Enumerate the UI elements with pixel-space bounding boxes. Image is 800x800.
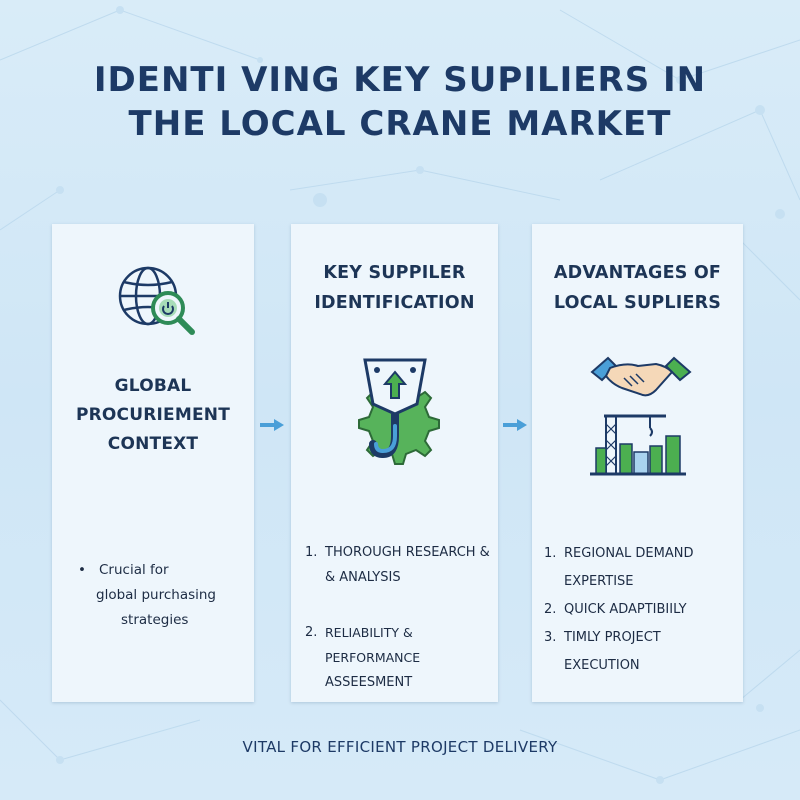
bullet-text: QUICK ADAPTIBIILY (564, 602, 687, 617)
bullet-marker: 3. (544, 630, 557, 645)
list-item: 1. REGIONAL DEMAND EXPERTISE (544, 540, 740, 596)
panel-key-supplier-identification: KEY SUPPILER IDENTIFICATION 1. THOROUGH … (291, 224, 498, 702)
panel-heading: ADVANTAGES OF LOCAL SUPLIERS (532, 258, 743, 318)
bullet-marker: 2. (305, 625, 318, 640)
arrow-right-icon (503, 419, 527, 431)
heading-line: PROCURIEMENT (75, 405, 231, 425)
bullet-marker: 1. (544, 546, 557, 561)
title-line-2: THE LOCAL CRANE MARKET (128, 104, 672, 144)
list-item: 3. TIMLY PROJECT EXECUTION (544, 624, 740, 680)
heading-line: CONTEXT (107, 434, 199, 454)
footer-tagline: VITAL FOR EFFICIENT PROJECT DELIVERY (242, 738, 558, 756)
bullet-list: 1. REGIONAL DEMAND EXPERTISE 2. QUICK AD… (544, 540, 740, 680)
bullet-marker: • (78, 562, 86, 578)
bullet-list: 1. THOROUGH RESEARCH & & ANALYSIS 2. REL… (305, 540, 501, 695)
list-item: 1. THOROUGH RESEARCH & & ANALYSIS (305, 540, 501, 590)
heading-line: GLOBAL (114, 376, 192, 396)
list-item: 2. QUICK ADAPTIBIILY (544, 596, 740, 624)
bullet-text: ASSEESMENT (325, 675, 413, 690)
bullet-text: global purchasing (96, 587, 217, 603)
panel-local-supplier-advantages: ADVANTAGES OF LOCAL SUPLIERS 1. REGIONAL… (532, 224, 743, 702)
bullet-list: • Crucial for global purchasing strategi… (78, 558, 254, 633)
bullet-text: strategies (121, 612, 189, 628)
heading-line: IDENTIFICATION (314, 293, 475, 313)
handshake-city-crane-icon (590, 356, 692, 476)
bullet-text: REGIONAL DEMAND (564, 546, 694, 561)
bullet-text: EXPERTISE (564, 574, 634, 589)
list-item: 2. RELIABILITY & PERFORMANCE ASSEESMENT (305, 620, 501, 695)
bullet-text: THOROUGH RESEARCH & (325, 545, 490, 560)
page-title: IDENTI VING KEY SUPILIERS IN THE LOCAL C… (0, 58, 800, 146)
bullet-text: & ANALYSIS (325, 570, 401, 585)
panel-heading: GLOBAL PROCURIEMENT CONTEXT (52, 372, 254, 459)
panel-global-procurement: GLOBAL PROCURIEMENT CONTEXT • Crucial fo… (52, 224, 254, 702)
bullet-marker: 2. (544, 602, 557, 617)
bullet-text: RELIABILITY & PERFORMANCE (325, 625, 421, 665)
bullet-text: Crucial for (99, 562, 169, 578)
list-item: • Crucial for global purchasing strategi… (78, 558, 254, 633)
heading-line: ADVANTAGES OF (553, 263, 722, 283)
crane-hook-gear-icon (358, 358, 440, 465)
title-line-1: IDENTI VING KEY SUPILIERS IN (93, 60, 707, 100)
heading-line: KEY SUPPILER (323, 263, 466, 283)
heading-line: LOCAL SUPLIERS (553, 293, 722, 313)
bullet-marker: 1. (305, 545, 318, 560)
arrow-right-icon (260, 419, 284, 431)
bullet-text: TIMLY PROJECT EXECUTION (564, 630, 661, 673)
panel-heading: KEY SUPPILER IDENTIFICATION (291, 258, 498, 318)
globe-magnifier-icon (118, 266, 195, 335)
